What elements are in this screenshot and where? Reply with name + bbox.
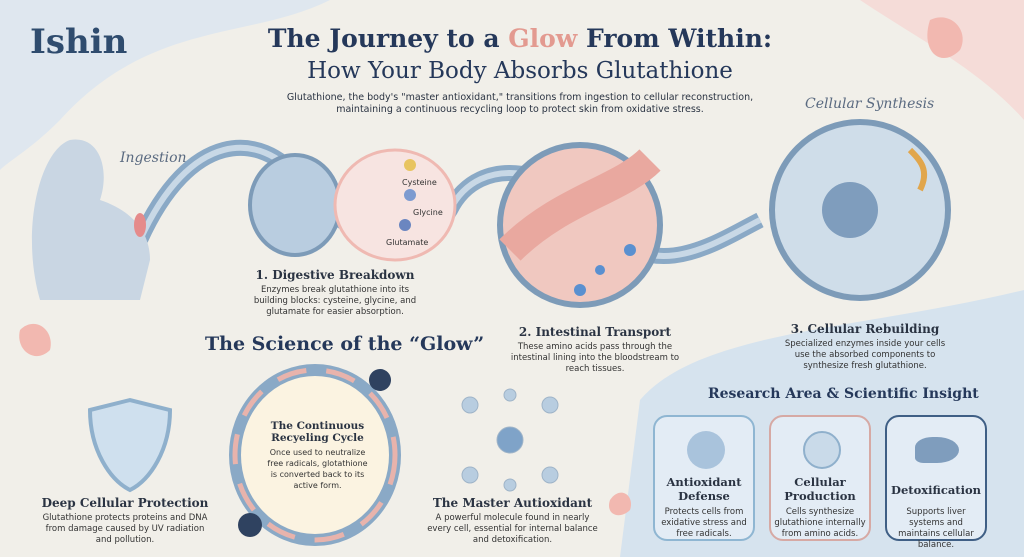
card-title: Cellular Production: [784, 475, 856, 503]
page-subtitle-heading: How Your Body Absorbs Glutathione: [307, 58, 733, 84]
title-highlight: Glow: [508, 24, 578, 53]
science-item-protection: Deep Cellular Protection Glutathione pro…: [40, 496, 210, 546]
ingestion-label: Ingestion: [120, 150, 187, 166]
brand-logo: Ishin: [30, 22, 128, 62]
flower-icon: [609, 492, 631, 516]
top-right-wash: [860, 0, 1024, 120]
stomach-icon: [248, 153, 342, 257]
free-radical-icon: [238, 513, 262, 537]
capsule-icon: [134, 213, 146, 237]
card-text: Cells synthesize glutathione internally …: [774, 507, 866, 539]
title-text: From Within:: [577, 24, 773, 53]
card-text: Protects cells from exidative stress and…: [661, 507, 747, 539]
amino-acid-bubble: [333, 148, 457, 262]
molecule-network-icon: [461, 388, 559, 492]
flower-icon: [927, 17, 963, 59]
page-title: The Journey to a Glow From Within:: [250, 24, 790, 53]
science-heading: The Science of the “Glow”: [205, 333, 485, 355]
shield-dna-icon: [87, 397, 173, 493]
item-title: The Master Autioxidant: [432, 496, 593, 510]
research-card-detox: Detoxification Supports liver systems an…: [885, 415, 987, 550]
liver-icon: [915, 437, 959, 463]
top-left-wash: [0, 0, 330, 170]
amino-label-glycine: Glycine: [413, 208, 443, 217]
item-text: Once used to neutralize free radicals, g…: [267, 448, 368, 490]
cellular-synthesis-label: Cellular Synthesis: [805, 96, 935, 112]
step-title: 2. Intestinal Transport: [518, 325, 672, 339]
card-title: Detoxification: [890, 483, 982, 497]
research-heading: Research Area & Scientific Insight: [708, 386, 979, 402]
science-item-master-antioxidant: The Master Autioxidant A powerful molecu…: [425, 496, 600, 546]
step-text: Specialized enzymes inside your cells us…: [784, 339, 946, 371]
amino-label-cysteine: Cysteine: [402, 178, 437, 187]
amino-label-glutamate: Glutamate: [386, 238, 429, 247]
intro-text: Glutathione, the body's "master antioxid…: [286, 92, 754, 115]
cubes-icon: [803, 431, 841, 469]
step-text: These amino acids pass through the intes…: [510, 342, 680, 374]
step-title: 1. Digestive Breakdown: [255, 268, 415, 282]
card-text: Supports liver systems and maintains cel…: [898, 507, 974, 550]
item-title: Deep Cellular Protection: [41, 496, 209, 510]
nucleus-icon: [822, 182, 878, 238]
research-card-production: Cellular Production Cells synthesize glu…: [769, 415, 871, 541]
item-text: Glutathione protects proteins and DNA fr…: [42, 513, 208, 545]
cell-shield-icon: [687, 431, 725, 469]
step-title: 3. Cellular Rebuilding: [790, 322, 940, 336]
woman-figure: [31, 139, 150, 300]
step-digestive-breakdown: 1. Digestive Breakdown Enzymes break glu…: [250, 268, 420, 318]
card-title: Antioxidant Defense: [666, 475, 742, 503]
item-title: The Continuous Recyeling Cycle: [270, 420, 365, 444]
step-text: Enzymes break glutathione into its build…: [253, 285, 417, 317]
title-text: The Journey to a: [267, 24, 509, 53]
flower-icon: [19, 323, 51, 357]
step-intestinal-transport: 2. Intestinal Transport These amino acid…: [510, 325, 680, 375]
research-card-antioxidant: Antioxidant Defense Protects cells from …: [653, 415, 755, 541]
free-radical-icon: [369, 369, 391, 391]
step-cellular-rebuilding: 3. Cellular Rebuilding Specialized enzym…: [780, 322, 950, 372]
item-text: A powerful molecule found in nearly ever…: [427, 513, 598, 545]
science-item-recycling: The Continuous Recyeling Cycle Once used…: [265, 420, 370, 491]
